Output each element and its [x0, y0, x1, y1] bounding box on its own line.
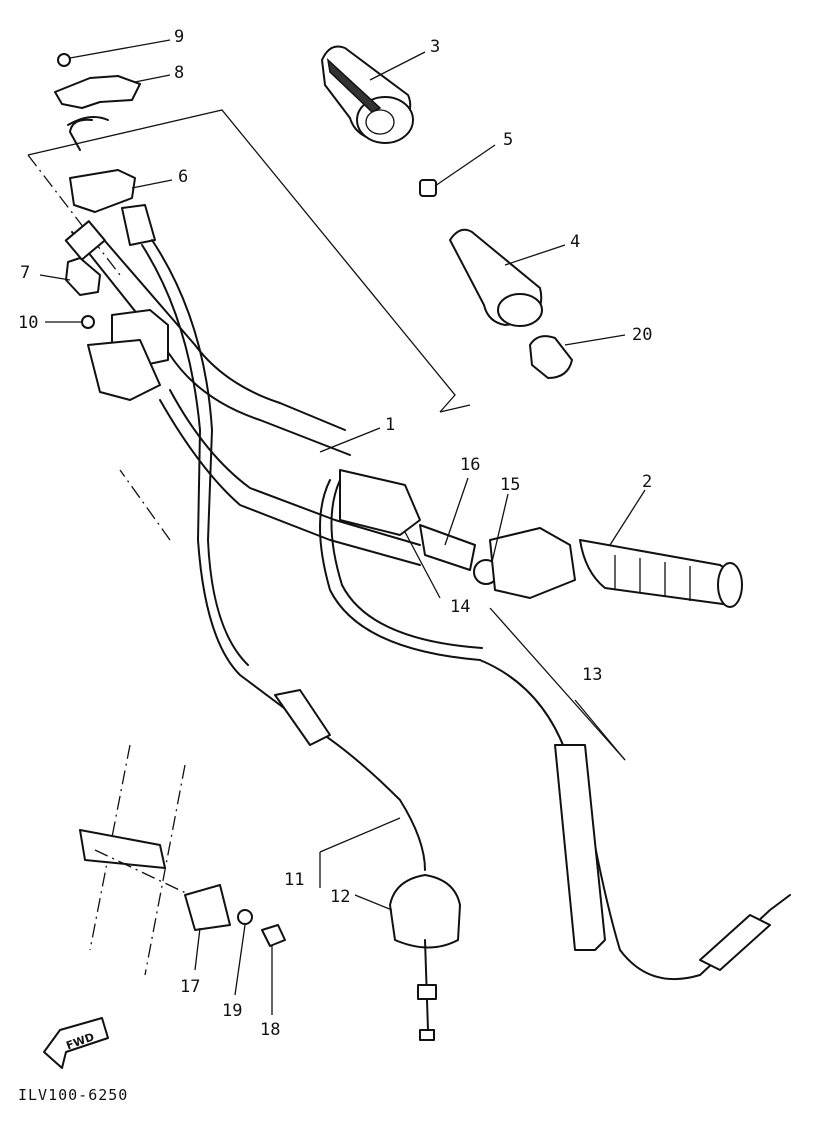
callout-1: 1 [385, 415, 395, 435]
callout-13: 13 [582, 665, 602, 685]
callout-2: 2 [642, 472, 652, 492]
callout-6: 6 [178, 167, 188, 187]
handlebar [64, 220, 421, 566]
callout-17: 17 [180, 977, 200, 997]
callout-7: 7 [20, 263, 30, 283]
callout-16: 16 [460, 455, 480, 475]
callout-leaders [39, 39, 646, 1015]
callout-19: 19 [222, 1001, 242, 1021]
callout-5: 5 [503, 130, 513, 150]
diagram-code: ILV100-6250 [18, 1086, 128, 1104]
callout-14: 14 [450, 597, 470, 617]
callout-labels: 9 8 3 5 6 4 7 10 20 1 16 15 2 14 13 11 1… [18, 27, 652, 1040]
callout-15: 15 [500, 475, 520, 495]
callout-11: 11 [284, 870, 304, 890]
fork-cable-guide [79, 744, 286, 976]
fwd-arrow-icon: FWD [43, 1017, 109, 1069]
callout-9: 9 [174, 27, 184, 47]
callout-3: 3 [430, 37, 440, 57]
callout-18: 18 [260, 1020, 280, 1040]
clutch-lever-assembly [54, 53, 169, 401]
callout-8: 8 [174, 63, 184, 83]
cables [141, 239, 791, 1041]
throttle-parts [321, 45, 573, 379]
callout-12: 12 [330, 887, 350, 907]
right-grip-and-switch [339, 469, 743, 608]
exploded-view-frame [27, 109, 471, 541]
callout-10: 10 [18, 313, 38, 333]
callout-4: 4 [570, 232, 580, 252]
callout-20: 20 [632, 325, 652, 345]
